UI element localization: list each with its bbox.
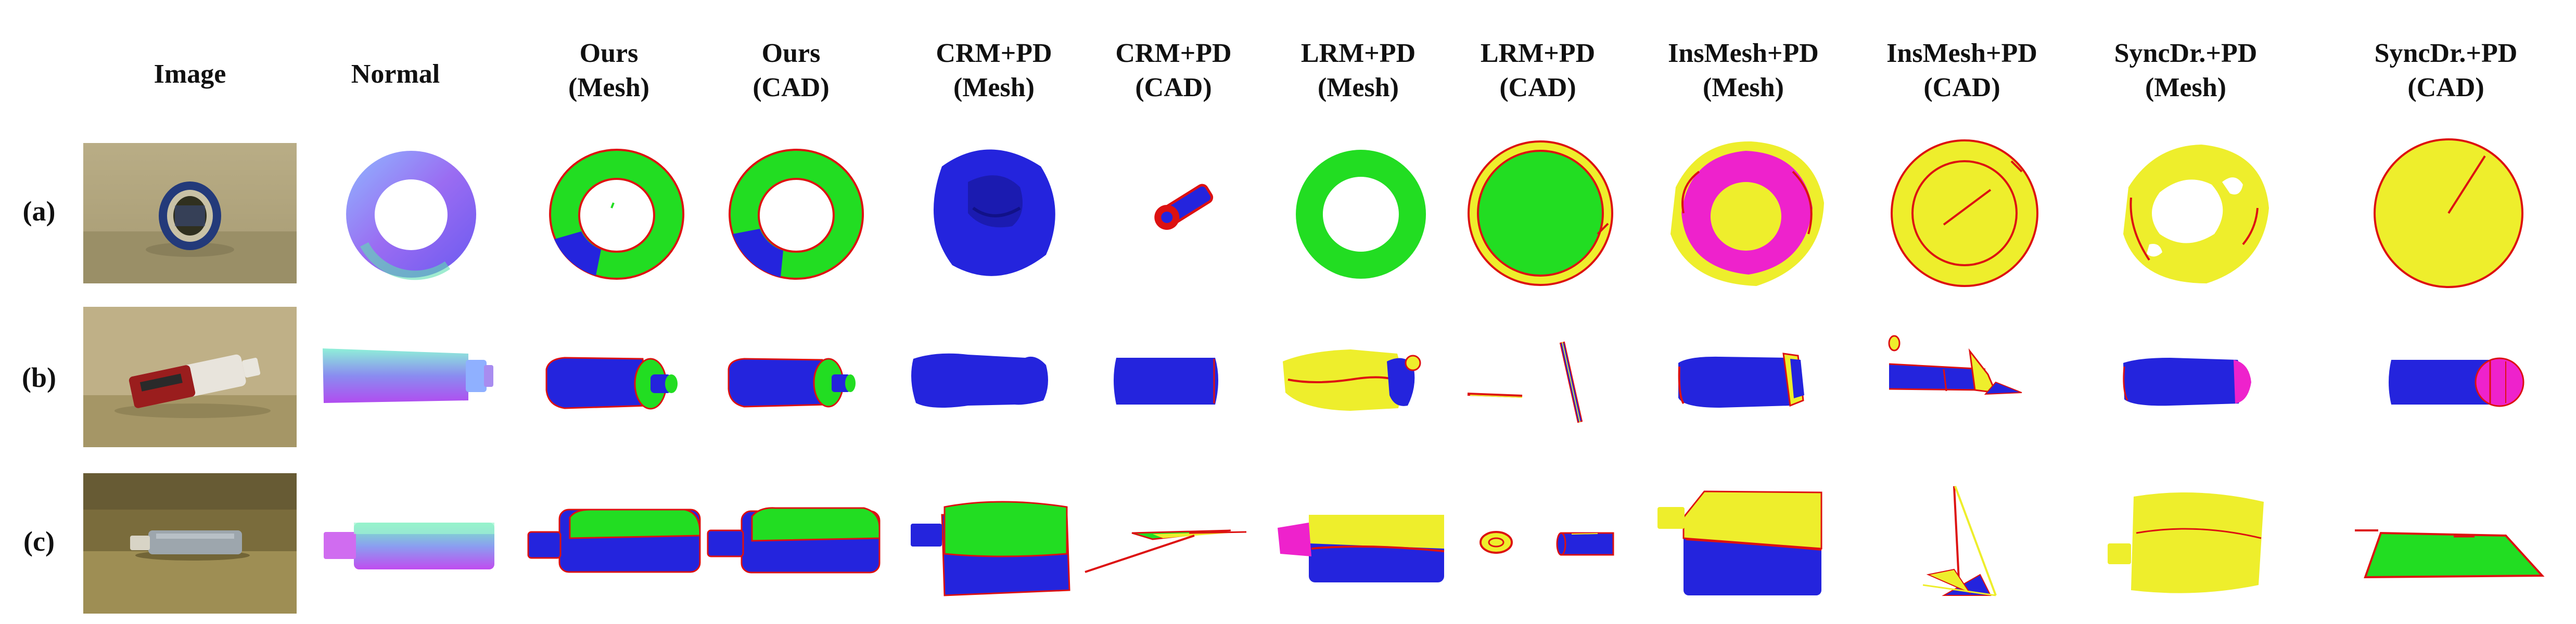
col-header-syncdr-cad: SyncDr.+PD(CAD): [2374, 38, 2518, 102]
result-b-lrm-mesh: [1262, 302, 1460, 458]
result-b-ours-mesh: [518, 302, 716, 458]
result-c-syncdr-cad: [2350, 465, 2547, 621]
col-header-crm-mesh: CRM+PD(Mesh): [936, 38, 1052, 102]
result-c-insmesh-cad: [1866, 465, 2063, 621]
result-c-lrm-mesh: [1262, 465, 1460, 621]
input-photo-c-bottle: [83, 473, 297, 614]
result-c-ours-cad: [697, 465, 895, 621]
col-header-lrm-mesh: LRM+PD(Mesh): [1300, 38, 1416, 102]
result-b-syncdr-cad: [2350, 302, 2547, 458]
result-c-insmesh-mesh: [1647, 465, 1845, 621]
normal-map-b: [312, 302, 510, 458]
result-a-syncdr-mesh: [2092, 135, 2290, 291]
result-b-ours-cad: [697, 302, 895, 458]
col-header-image: Image: [154, 59, 226, 89]
col-header-insmesh-mesh: InsMesh+PD(Mesh): [1668, 38, 1819, 102]
input-photo-a-tape-roll: [83, 143, 297, 283]
result-a-crm-mesh: [895, 135, 1093, 291]
col-header-ours-cad: Ours(CAD): [753, 38, 830, 102]
result-c-ours-mesh: [518, 465, 716, 621]
result-a-insmesh-mesh: [1647, 135, 1845, 291]
input-photo-b-tube: [83, 307, 297, 447]
result-b-insmesh-cad: [1866, 302, 2063, 458]
result-a-lrm-cad: [1442, 135, 1639, 291]
result-b-syncdr-mesh: [2092, 302, 2290, 458]
result-a-syncdr-cad: [2350, 135, 2547, 291]
col-header-lrm-cad: LRM+PD(CAD): [1480, 38, 1596, 102]
result-b-crm-cad: [1075, 302, 1272, 458]
result-c-crm-mesh: [895, 465, 1093, 621]
result-b-insmesh-mesh: [1647, 302, 1845, 458]
col-header-normal: Normal: [351, 59, 440, 89]
result-b-crm-mesh: [895, 302, 1093, 458]
result-a-insmesh-cad: [1866, 135, 2063, 291]
result-c-lrm-cad: [1442, 465, 1639, 621]
row-label-a: (a): [22, 196, 56, 227]
result-a-ours-cad: [697, 135, 895, 291]
result-a-lrm-mesh: [1262, 135, 1460, 291]
normal-map-a: [312, 135, 510, 291]
row-label-b: (b): [22, 362, 56, 393]
col-header-syncdr-mesh: SyncDr.+PD(Mesh): [2114, 38, 2258, 102]
col-header-ours-mesh: Ours(Mesh): [568, 38, 649, 102]
col-header-insmesh-cad: InsMesh+PD(CAD): [1886, 38, 2037, 102]
normal-map-c: [312, 465, 510, 621]
result-a-ours-mesh: [518, 135, 716, 291]
result-c-crm-cad: [1075, 465, 1272, 621]
col-header-crm-cad: CRM+PD(CAD): [1115, 38, 1232, 102]
row-label-c: (c): [23, 526, 55, 557]
result-a-crm-cad: [1075, 135, 1272, 291]
result-c-syncdr-mesh: [2092, 465, 2290, 621]
result-b-lrm-cad: [1442, 302, 1639, 458]
